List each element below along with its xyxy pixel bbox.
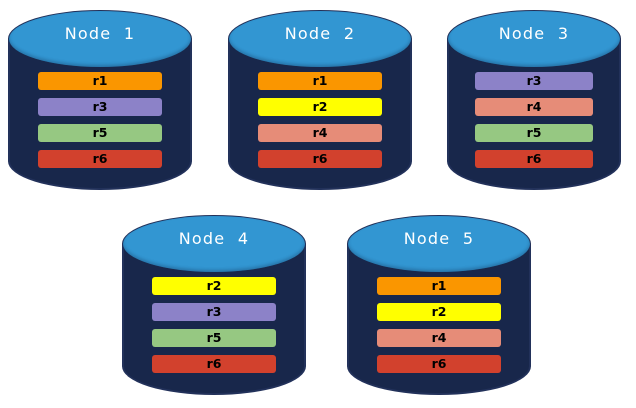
node-2-replica-r6[interactable]: r6 xyxy=(258,150,382,168)
node-3-label: Node 3 xyxy=(498,24,570,43)
node-1-replica-r6[interactable]: r6 xyxy=(38,150,162,168)
node-2-replica-r1[interactable]: r1 xyxy=(258,72,382,90)
replica-label: r6 xyxy=(431,355,447,371)
replica-label: r5 xyxy=(92,124,108,140)
node-2-replica-r4[interactable]: r4 xyxy=(258,124,382,142)
node-3-replica-list: r3 r4 r5 r6 xyxy=(447,72,621,168)
node-4-replica-r6[interactable]: r6 xyxy=(152,355,276,373)
node-2-replica-list: r1 r2 r4 r6 xyxy=(228,72,412,168)
replica-label: r3 xyxy=(526,72,542,88)
replica-label: r6 xyxy=(312,150,328,166)
replica-label: r6 xyxy=(92,150,108,166)
node-4-replica-r5[interactable]: r5 xyxy=(152,329,276,347)
node-5-replica-r1[interactable]: r1 xyxy=(377,277,501,295)
node-1-replica-r1[interactable]: r1 xyxy=(38,72,162,90)
replica-label: r2 xyxy=(431,303,447,319)
node-5-label: Node 5 xyxy=(403,229,475,248)
node-4[interactable]: Node 4 r2 r3 r5 r6 xyxy=(122,215,306,395)
replica-label: r6 xyxy=(526,150,542,166)
replica-label: r4 xyxy=(312,124,328,140)
node-1-label: Node 1 xyxy=(64,24,136,43)
node-5-replica-list: r1 r2 r4 r6 xyxy=(347,277,531,373)
node-3-cylinder-top xyxy=(448,11,620,67)
node-3-replica-r5[interactable]: r5 xyxy=(475,124,593,142)
replica-label: r3 xyxy=(206,303,222,319)
replica-label: r4 xyxy=(431,329,447,345)
node-4-cylinder-top xyxy=(123,216,305,272)
replica-label: r2 xyxy=(312,98,328,114)
replica-label: r4 xyxy=(526,98,542,114)
replica-label: r1 xyxy=(312,72,328,88)
node-5-cylinder-top xyxy=(348,216,530,272)
node-2[interactable]: Node 2 r1 r2 r4 r6 xyxy=(228,10,412,190)
node-4-replica-list: r2 r3 r5 r6 xyxy=(122,277,306,373)
node-5-replica-r2[interactable]: r2 xyxy=(377,303,501,321)
node-1-replica-r3[interactable]: r3 xyxy=(38,98,162,116)
node-3-replica-r3[interactable]: r3 xyxy=(475,72,593,90)
node-2-cylinder-top xyxy=(229,11,411,67)
node-1-replica-list: r1 r3 r5 r6 xyxy=(8,72,192,168)
replica-label: r2 xyxy=(206,277,222,293)
node-2-label: Node 2 xyxy=(284,24,356,43)
replica-label: r6 xyxy=(206,355,222,371)
replica-label: r1 xyxy=(431,277,447,293)
node-2-replica-r2[interactable]: r2 xyxy=(258,98,382,116)
replica-label: r5 xyxy=(526,124,542,140)
node-4-replica-r3[interactable]: r3 xyxy=(152,303,276,321)
replica-label: r1 xyxy=(92,72,108,88)
node-3-replica-r6[interactable]: r6 xyxy=(475,150,593,168)
node-3[interactable]: Node 3 r3 r4 r5 r6 xyxy=(447,10,621,190)
node-3-replica-r4[interactable]: r4 xyxy=(475,98,593,116)
node-5-replica-r4[interactable]: r4 xyxy=(377,329,501,347)
node-1-replica-r5[interactable]: r5 xyxy=(38,124,162,142)
node-5[interactable]: Node 5 r1 r2 r4 r6 xyxy=(347,215,531,395)
node-1-cylinder-top xyxy=(9,11,191,67)
node-5-replica-r6[interactable]: r6 xyxy=(377,355,501,373)
replica-label: r3 xyxy=(92,98,108,114)
node-4-label: Node 4 xyxy=(178,229,250,248)
replica-label: r5 xyxy=(206,329,222,345)
node-4-replica-r2[interactable]: r2 xyxy=(152,277,276,295)
node-1[interactable]: Node 1 r1 r3 r5 r6 xyxy=(8,10,192,190)
